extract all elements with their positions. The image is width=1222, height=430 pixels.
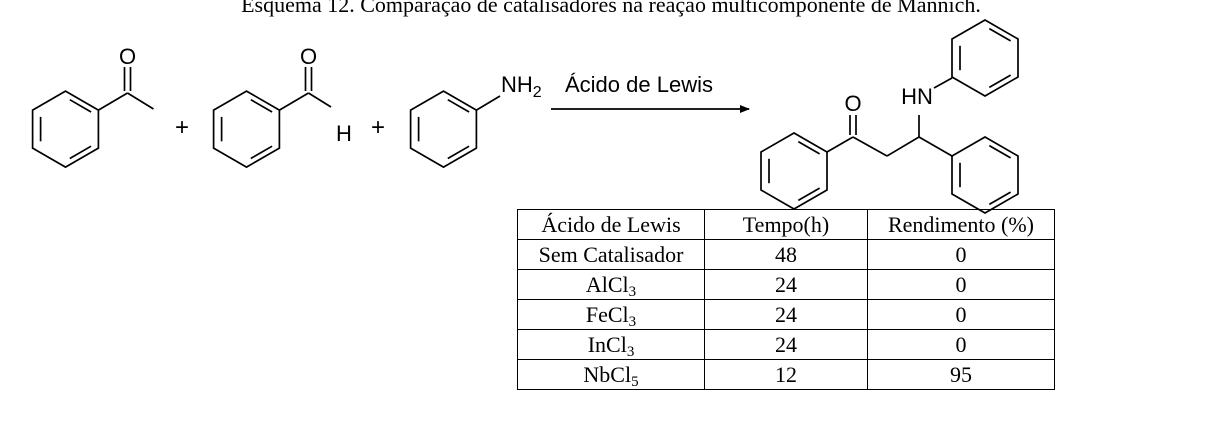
cell-yield: 0 (867, 329, 1055, 360)
arrow-label: Ácido de Lewis (565, 72, 713, 97)
product-amine-label: HN (901, 84, 933, 109)
acetophenone-structure (31, 67, 154, 169)
cell-time: 24 (704, 269, 868, 300)
benzaldehyde-hydrogen-label: H (336, 121, 352, 146)
cell-yield: 0 (867, 269, 1055, 300)
cell-lewis-acid: InCl3 (517, 329, 705, 360)
acetophenone-oxygen-label: O (119, 44, 136, 69)
cell-lewis-acid: NbCl5 (517, 359, 705, 390)
header-time: Tempo(h) (704, 209, 868, 240)
table-row: Sem Catalisador 48 0 (517, 239, 1055, 270)
product-oxygen-label: O (844, 91, 861, 116)
cell-time: 24 (704, 329, 868, 360)
cell-yield: 0 (867, 239, 1055, 270)
header-lewis-acid: Ácido de Lewis (517, 209, 705, 240)
table-row: InCl3 24 0 (517, 329, 1055, 360)
cell-time: 48 (704, 239, 868, 270)
cell-lewis-acid: Sem Catalisador (517, 239, 705, 270)
catalyst-comparison-table: Ácido de Lewis Tempo(h) Rendimento (%) S… (517, 209, 1055, 390)
scheme-caption: Esquema 12. Comparação de catalisadores … (241, 0, 981, 17)
cell-lewis-acid: AlCl3 (517, 269, 705, 300)
header-yield: Rendimento (%) (867, 209, 1055, 240)
cell-yield: 95 (867, 359, 1055, 390)
table-row: NbCl5 12 95 (517, 359, 1055, 390)
benzaldehyde-structure (212, 67, 332, 169)
benzaldehyde-oxygen-label: O (300, 44, 317, 69)
table-row: FeCl3 24 0 (517, 299, 1055, 330)
cell-time: 24 (704, 299, 868, 330)
cell-time: 12 (704, 359, 868, 390)
product-structure (760, 19, 1019, 214)
plus-sign-2: + (371, 114, 385, 141)
table-row: AlCl3 24 0 (517, 269, 1055, 300)
aniline-structure (409, 90, 501, 169)
aniline-amine-label: NH2 (501, 72, 542, 101)
cell-yield: 0 (867, 299, 1055, 330)
cell-lewis-acid: FeCl3 (517, 299, 705, 330)
table-header-row: Ácido de Lewis Tempo(h) Rendimento (%) (517, 209, 1055, 240)
plus-sign-1: + (175, 114, 189, 141)
